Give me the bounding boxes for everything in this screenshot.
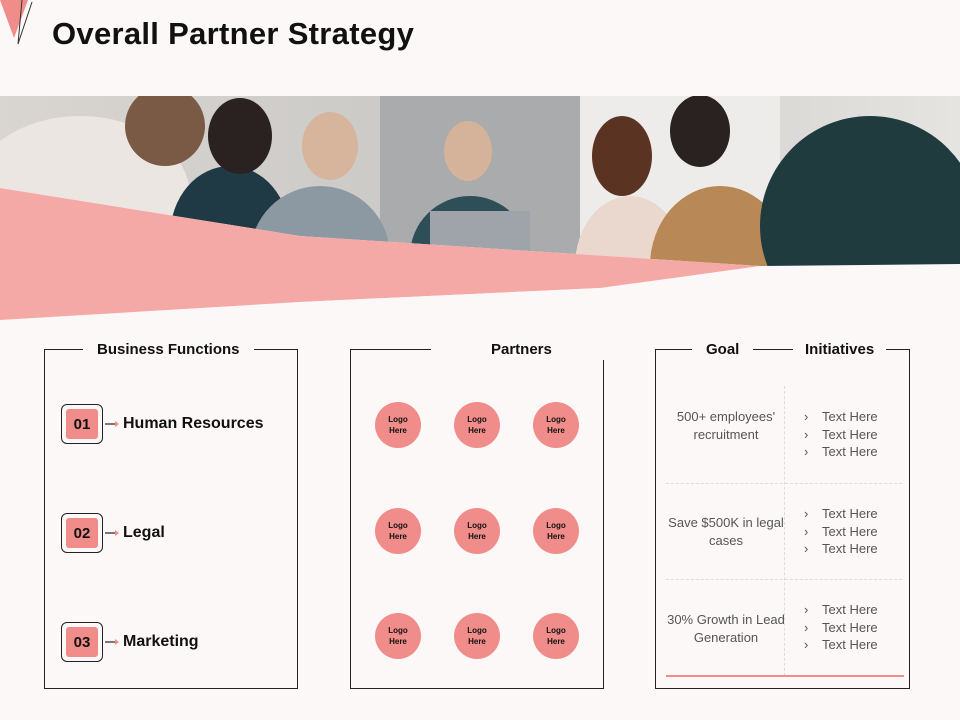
business-function-label: Marketing: [123, 633, 199, 650]
arrow-right-icon: [105, 421, 119, 427]
initiative-item: Text Here: [804, 443, 878, 461]
initiative-item: Text Here: [804, 636, 878, 654]
partners-heading: Partners: [431, 340, 612, 360]
business-function-label: Human Resources: [123, 415, 264, 432]
number-badge: 01: [61, 404, 103, 444]
goal-heading: Goal: [692, 340, 754, 360]
arrow-right-icon: [105, 639, 119, 645]
triangle-logo-icon: [0, 0, 33, 45]
initiative-item: Text Here: [804, 408, 878, 426]
row-divider: [666, 483, 902, 484]
business-function-item: 02 Legal: [61, 513, 165, 553]
row-divider: [666, 579, 902, 580]
business-function-item: 01 Human Resources: [61, 404, 264, 444]
business-functions-heading: Business Functions: [83, 340, 254, 360]
initiatives-list: Text Here Text Here Text Here: [804, 408, 878, 461]
initiatives-list: Text Here Text Here Text Here: [804, 601, 878, 654]
initiatives-list: Text Here Text Here Text Here: [804, 505, 878, 558]
accent-underline: [666, 675, 904, 677]
goal-text: 30% Growth in Lead Generation: [667, 612, 785, 645]
number-badge: 03: [61, 622, 103, 662]
goal-row: Save $500K in legal cases Text Here Text…: [666, 484, 902, 580]
initiative-item: Text Here: [804, 540, 878, 558]
initiatives-heading: Initiatives: [793, 340, 887, 360]
number-badge: 02: [61, 513, 103, 553]
goal-row: 500+ employees' recruitment Text Here Te…: [666, 386, 902, 482]
initiative-item: Text Here: [804, 505, 878, 523]
page-title: Overall Partner Strategy: [52, 16, 415, 51]
initiative-item: Text Here: [804, 601, 878, 619]
initiative-item: Text Here: [804, 426, 878, 444]
column-divider: [784, 386, 785, 676]
goal-text: 500+ employees' recruitment: [676, 409, 776, 442]
business-functions-panel: Business Functions 01 Human Resources 02…: [44, 340, 298, 689]
goal-row: 30% Growth in Lead Generation Text Here …: [666, 580, 902, 676]
initiative-item: Text Here: [804, 619, 878, 637]
arrow-right-icon: [105, 530, 119, 536]
business-function-label: Legal: [123, 524, 165, 541]
goals-panel: Goal Initiatives 500+ employees' recruit…: [655, 340, 910, 689]
business-function-item: 03 Marketing: [61, 622, 199, 662]
goal-text: Save $500K in legal cases: [668, 515, 784, 548]
initiative-item: Text Here: [804, 523, 878, 541]
hero-meeting-image: [0, 96, 960, 322]
